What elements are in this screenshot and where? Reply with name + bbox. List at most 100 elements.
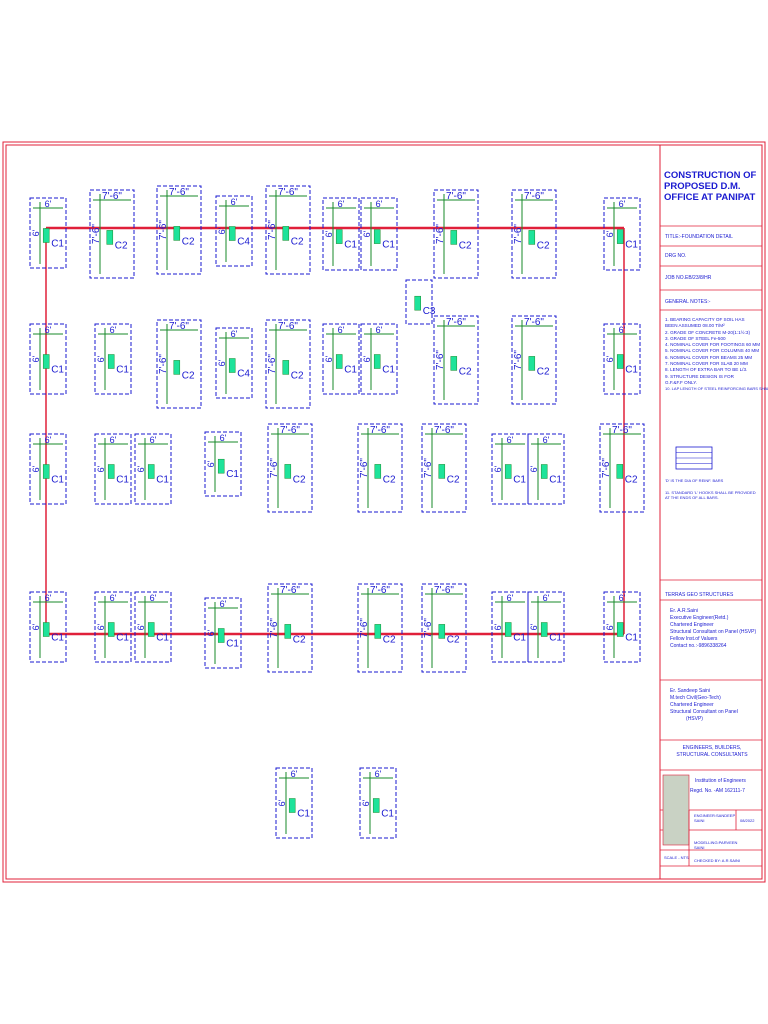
- grid-beam-lines: [45, 226, 625, 636]
- footing-c2: 7'-6"7'-6"C2: [433, 315, 479, 405]
- dimension-label: 7'-6": [435, 224, 446, 244]
- title-block-lines: [660, 225, 762, 867]
- footing-c4: 6'6'C4: [215, 195, 253, 267]
- dimension-label: 7'-6": [513, 224, 524, 244]
- dimension-label: 6': [277, 799, 287, 806]
- dimension-label: 6': [96, 465, 106, 472]
- consultant-2-line: M.tech Civil(Geo-Tech): [670, 695, 721, 701]
- column-stub: [528, 356, 536, 371]
- column-stub: [106, 230, 114, 245]
- footing-c1: 6'6'C1: [29, 591, 67, 663]
- footing-tag: C1: [297, 809, 310, 820]
- footing-tag: C1: [156, 633, 169, 644]
- footing-c1: 6'6'C1: [603, 591, 641, 663]
- dimension-label: 7'-6": [169, 187, 189, 198]
- footings-layer: 6'6'C17'-6"7'-6"C27'-6"7'-6"C26'6'C47'-6…: [29, 185, 645, 839]
- footing-c1: 6'6'C1: [360, 197, 398, 271]
- note-line: 9. STRUCTURE DESIGN IS FOR: [665, 373, 734, 379]
- footing-c2: 7'-6" 7'-6" C2: [357, 583, 403, 673]
- dimension-label: 7'-6": [370, 585, 390, 596]
- dimension-label: 7'-6": [435, 350, 446, 370]
- footing-outline: [204, 597, 242, 669]
- footing-c2: 7'-6"7'-6"C2: [267, 423, 313, 513]
- dimension-label: 6': [619, 199, 626, 209]
- note-line: 10. LAP LENGTH OF STEEL REINFORCING BARS…: [665, 386, 768, 392]
- footing-outline: [491, 433, 529, 505]
- column-stub: [616, 464, 624, 479]
- drawing-number: DRG NO.: [665, 253, 687, 259]
- note-line: 2. GRADE OF CONCRETE M-20(1:1½:3): [665, 329, 751, 335]
- footing-tag: C2: [625, 474, 638, 485]
- footing-outline: [360, 323, 398, 395]
- footing-tag: C4: [237, 237, 250, 248]
- footing-c1: 6'6'C1: [322, 197, 360, 271]
- footing-outline: [322, 197, 360, 271]
- dimension-label: 6': [529, 465, 539, 472]
- dimension-label: 6': [136, 623, 146, 630]
- footing-c1: 6'6'C1: [29, 433, 67, 505]
- notes-heading: GENERAL NOTES:-: [665, 299, 711, 305]
- footing-outline: [421, 423, 467, 513]
- column-stub: [540, 622, 548, 637]
- column-stub: [414, 295, 421, 311]
- footing-outline: [267, 423, 313, 513]
- footing-tag: C2: [383, 634, 396, 645]
- signature-stamp: [662, 774, 690, 846]
- consultant-1-line: Contact no.:-9896338264: [670, 643, 727, 649]
- footing-tag: C1: [51, 633, 64, 644]
- column-stub: [228, 226, 236, 241]
- footing-c1: 6'6'C1: [360, 323, 398, 395]
- note-line: 5. NOMINAL COVER FOR COLUMNS 40 MM: [665, 348, 760, 354]
- footing-outline: [265, 185, 311, 275]
- column-stub: [42, 622, 50, 637]
- footing-tag: C1: [116, 475, 129, 486]
- footing-c1: 6'6'C1: [204, 597, 242, 669]
- footing-outline: [134, 591, 172, 663]
- consultant-1-line: Executive Engineer(Retd.): [670, 615, 729, 621]
- column-stub: [147, 464, 155, 479]
- dimension-label: 7'-6": [524, 317, 544, 328]
- footing-outline: [29, 197, 67, 269]
- dimension-label: 7'-6": [513, 350, 524, 370]
- footing-c2: 7'-6"7'-6"C2: [267, 583, 313, 673]
- dimension-label: 6': [376, 325, 383, 335]
- footing-c2: 7'-6"7'-6"C2: [156, 319, 202, 409]
- column-stub: [374, 464, 382, 479]
- column-stub: [372, 798, 380, 813]
- footing-tag: C1: [513, 475, 526, 486]
- dimension-label: 7'-6": [370, 425, 390, 436]
- footing-outline: [491, 591, 529, 663]
- footing-c2: 7'-6"7'-6"C2: [511, 315, 557, 405]
- column-stub: [335, 229, 343, 244]
- consultant-2-line: Chartered Engineer: [670, 702, 714, 708]
- dimension-label: 7'-6": [269, 458, 280, 478]
- drawing-title: TITLE:-FOUNDATION DETAIL: [665, 234, 733, 240]
- footing-outline: [421, 583, 467, 673]
- footing-c1: 6'6'C1: [491, 591, 529, 663]
- consultant-2-line: (HSVP): [686, 716, 703, 722]
- footing-tag: C2: [293, 634, 306, 645]
- footing-outline: [156, 319, 202, 409]
- dimension-label: 6': [150, 435, 157, 445]
- footing-outline: [156, 185, 202, 275]
- footing-tag: C1: [51, 239, 64, 250]
- column-stub: [282, 226, 290, 241]
- footing-outline: [134, 433, 172, 505]
- column-stub: [288, 798, 296, 813]
- column-stub: [504, 622, 512, 637]
- footing-tag: C1: [625, 633, 638, 644]
- footing-outline: [322, 323, 360, 395]
- column-stub: [217, 628, 225, 643]
- footing-outline: [527, 591, 565, 663]
- footing-outline: [511, 189, 557, 279]
- dimension-label: 7'-6": [102, 191, 122, 202]
- dimension-label: 6': [324, 355, 334, 362]
- note-line: 3. GRADE OF STEEL Fe-500: [665, 335, 726, 341]
- note-line: G.F.&F.F ONLY.: [665, 379, 697, 385]
- dimension-label: 7'-6": [359, 618, 370, 638]
- dimension-label: 6': [31, 623, 41, 630]
- column-stub: [217, 458, 225, 474]
- footing-tag: C1: [382, 365, 395, 376]
- firm-name: TERRAS GEO STRUCTURES: [665, 592, 734, 598]
